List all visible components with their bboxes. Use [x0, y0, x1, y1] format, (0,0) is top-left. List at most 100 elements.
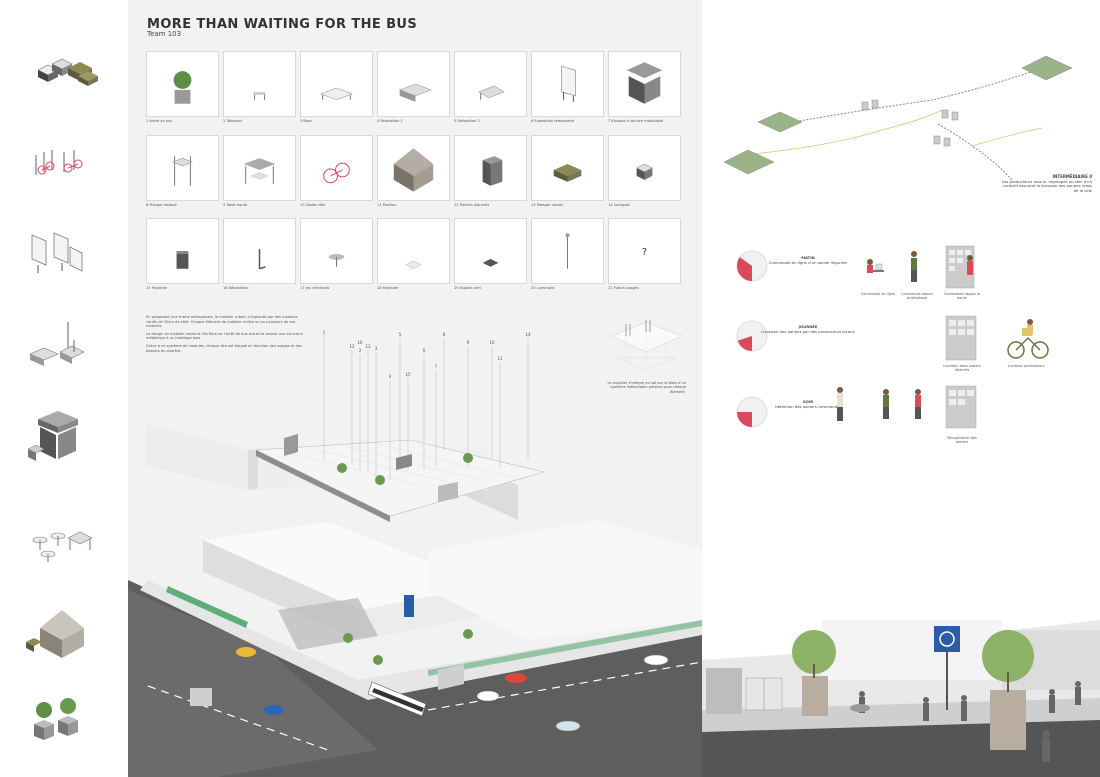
morning-title: MATIN: [801, 255, 815, 260]
evening-clock-icon: [736, 396, 768, 428]
catalog-tile: [223, 135, 296, 201]
catalog-item-label: 8 Manger debout: [146, 203, 177, 207]
catalog-tile: [146, 51, 219, 117]
catalog-item-icon: [176, 251, 189, 269]
catalog-item-icon: [258, 249, 266, 270]
catalog-tile: [608, 51, 681, 117]
scene-number-label: 14: [525, 332, 531, 337]
catalog-tile: [531, 135, 604, 201]
evening-label: SOIR Obtention des paniers commandés: [760, 399, 856, 409]
catalog-item-label: 12 Paniers légumes: [454, 203, 490, 207]
morning-text: Commande en ligne d'un panier légumes: [768, 259, 848, 265]
caption-smartphone-order: Commande depuis smartphone: [901, 292, 933, 301]
morning-figures: [867, 245, 975, 289]
catalog-item-label: 17 Jeu d'enfants: [300, 286, 330, 290]
kiosk-icon: [27, 411, 78, 461]
scene-number-label: 13: [365, 344, 371, 349]
catalog-item-label: 13 Potager urbain: [531, 203, 564, 207]
description-paragraph: Le design du mobilier reprend l'écriture…: [146, 331, 303, 341]
catalog-item-label: 20 Luminaire: [531, 286, 555, 290]
catalog-item-label: 10 Garde vélo: [300, 203, 326, 207]
relaxation-bench-icon: [29, 322, 85, 366]
catalog-tile: [531, 218, 604, 284]
scene-number-label: 6: [423, 348, 426, 353]
caption-kiosk-order: Commande depuis la borne: [944, 292, 980, 301]
catalog-item-icon: [482, 258, 499, 267]
catalog-item-label: 5 Relaxation 2: [454, 119, 480, 123]
description-paragraph: Grâce à ce système de modules, chaque si…: [146, 343, 302, 353]
catalog-item-label: 11 Pavillon: [377, 203, 397, 207]
intermediaire-text: Les producteurs locaux, regroupés au sei…: [1001, 178, 1092, 193]
morning-label: MATIN Commande en ligne d'un panier légu…: [760, 255, 856, 265]
catalog-item-label: 1 Arbre en pot: [146, 119, 172, 123]
catalog-item-icon: ?: [642, 247, 647, 258]
evening-figures: [837, 385, 977, 429]
bike-rack-icon: [35, 150, 83, 175]
daytime-text: Livraison des paniers par des producteur…: [761, 328, 855, 334]
future-uses-mark: ?: [642, 247, 647, 258]
catalog-item-icon: [323, 162, 350, 184]
catalog-item-icon: [253, 91, 266, 100]
exhibition-panel-icon: [31, 232, 83, 273]
catalog-item-icon: [636, 163, 653, 180]
pavilion-icon: [26, 610, 84, 658]
scene-number-label: 5: [399, 332, 402, 337]
catalog-tile: [300, 218, 373, 284]
left-furniture-column: [0, 0, 128, 777]
catalog-item-icon: [478, 85, 505, 100]
catalog-item-label: 15 Poubelle: [146, 286, 167, 290]
daytime-label: JOURNÉE Livraison des paniers par des pr…: [760, 324, 856, 334]
catalog-item-icon: [405, 260, 422, 270]
evening-text: Obtention des paniers commandés: [774, 403, 842, 409]
catalog-item-icon: [320, 87, 353, 101]
catalog-item-label: 9 Table haute: [223, 203, 248, 207]
catalog-tile: [300, 51, 373, 117]
daytime-title: JOURNÉE: [798, 324, 818, 329]
catalog-tile: [377, 135, 450, 201]
catalog-item-label: 6 Exposition temporaire: [531, 119, 575, 123]
clock-time-slice: [737, 336, 752, 351]
catalog-item-label: 4 Relaxation 1: [377, 119, 403, 123]
ground-fixing-detail: [611, 320, 683, 371]
intermediaire-caption: INTERMÉDIAIRE 0 Les producteurs locaux, …: [1000, 174, 1092, 193]
scene-number-label: 12: [349, 344, 355, 349]
daytime-clock-icon: [736, 320, 768, 352]
catalog-tile: [146, 218, 219, 284]
clock-time-slice: [737, 257, 752, 281]
catalog-item-icon: [553, 164, 582, 182]
scene-number-label: 3: [375, 346, 378, 351]
planter-module-icon: [37, 58, 98, 86]
catalog-item-icon: [243, 158, 276, 184]
intermediaire-title: INTERMÉDIAIRE 0: [1052, 174, 1092, 179]
producer-network-diagram: [723, 55, 1073, 181]
catalog-tile: [223, 51, 296, 117]
catalog-item-label: 16 Séparateur: [223, 286, 249, 290]
team-label: Team 103: [147, 30, 182, 38]
caption-basket-pickup: Récupération des paniers: [947, 436, 977, 445]
catalog-tile: [300, 135, 373, 201]
catalog-tile: [454, 135, 527, 201]
poster-title: MORE THAN WAITING FOR THE BUS: [147, 17, 418, 32]
catalog-item-label: 2 Tabouret: [223, 119, 243, 123]
catalog-tile: [454, 51, 527, 117]
scene-number-label: 15: [405, 372, 411, 377]
scene-number-label: 10: [489, 340, 495, 345]
scene-number-label: 1: [323, 330, 326, 335]
catalog-tile: [377, 51, 450, 117]
scene-number-label: 8: [443, 332, 446, 337]
fixing-note: Le mobilier s'intègre au sol par le biai…: [607, 381, 687, 394]
catalog-item-label: 18 Fontaine: [377, 286, 399, 290]
catalog-item-label: 21 Futurs usages: [608, 286, 639, 290]
scene-number-label: 4: [389, 374, 392, 379]
catalog-item-icon: [482, 156, 503, 186]
planter-trees-icon: [34, 698, 78, 740]
catalog-tile: [608, 135, 681, 201]
caption-producer-delivery: Livraison producteurs: [1007, 364, 1045, 368]
catalog-item-icon: [626, 62, 663, 104]
stool-table-icon: [32, 531, 93, 562]
clock-time-slice: [737, 412, 752, 427]
catalog-item-icon: [398, 83, 432, 102]
morning-clock-icon: [736, 250, 768, 282]
daytime-figures: [945, 315, 1049, 361]
